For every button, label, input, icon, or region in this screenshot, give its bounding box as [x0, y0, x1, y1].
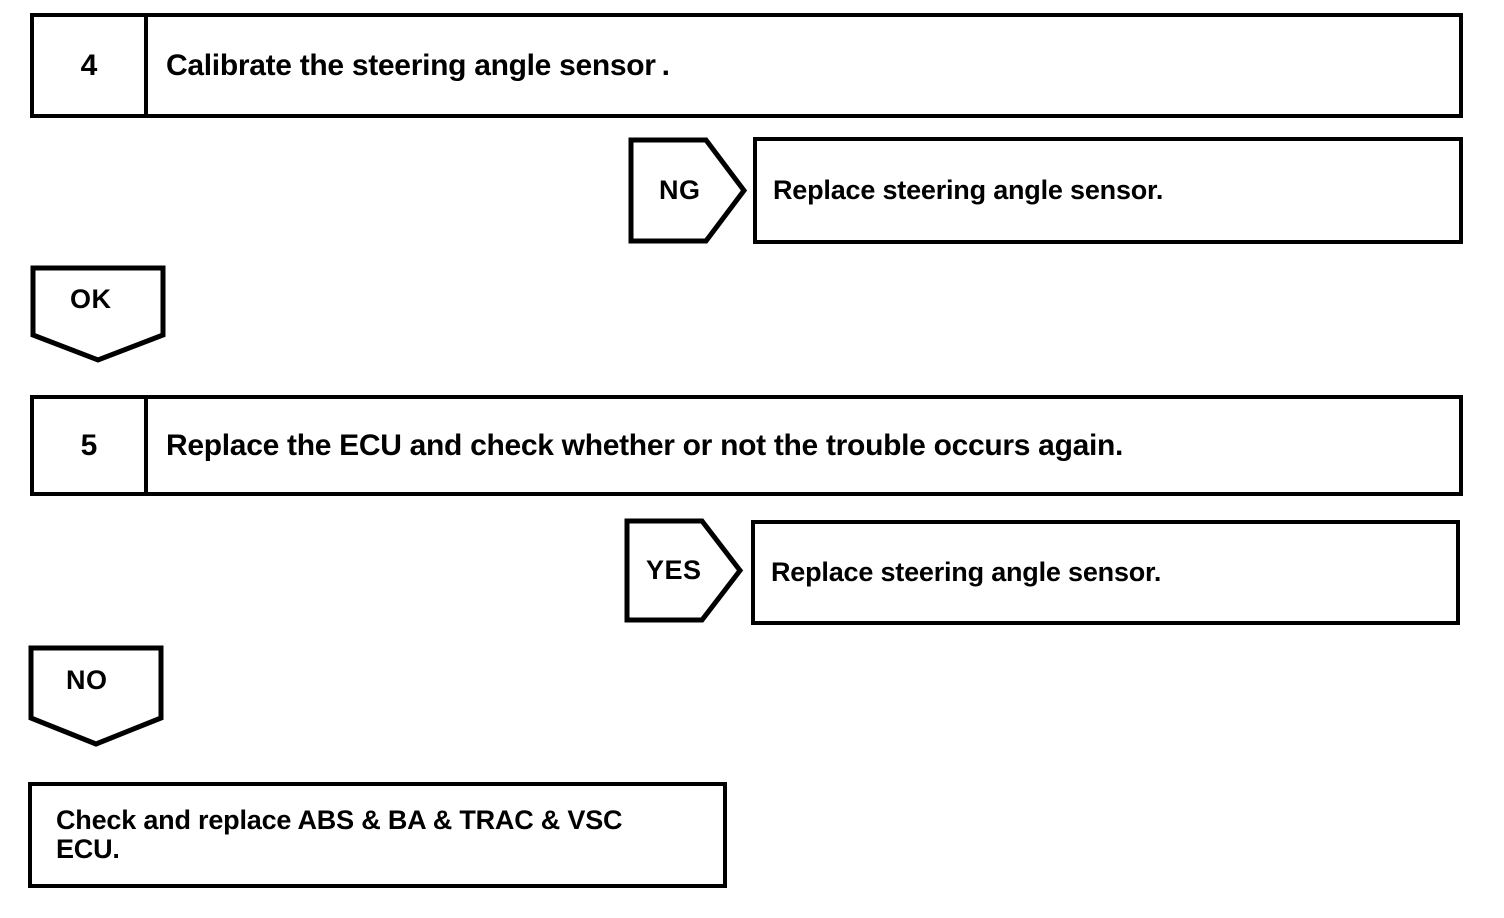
step-text-4-period: . — [661, 48, 670, 82]
result-box-yes-text: Replace steering angle sensor. — [771, 557, 1162, 587]
step-text-4-main: Calibrate the steering angle sensor — [166, 48, 656, 82]
step-text-4: Calibrate the steering angle sensor. — [148, 17, 1459, 114]
step-number-5: 5 — [34, 399, 148, 492]
branch-arrow-yes[interactable]: YES — [624, 518, 744, 623]
branch-arrow-ok-shape — [30, 265, 166, 363]
final-action-line-2: ECU. — [56, 834, 120, 864]
result-box-ng-text: Replace steering angle sensor. — [773, 175, 1164, 205]
step-number-4: 4 — [34, 17, 148, 114]
step-box-5[interactable]: 5 Replace the ECU and check whether or n… — [30, 395, 1463, 496]
branch-arrow-ok[interactable]: OK — [30, 265, 166, 363]
result-box-yes[interactable]: Replace steering angle sensor. — [751, 520, 1460, 625]
step-text-5-main: Replace the ECU and check whether or not… — [166, 428, 1124, 462]
branch-arrow-yes-shape — [624, 518, 744, 623]
branch-arrow-ng[interactable]: NG — [628, 137, 748, 244]
step-box-4[interactable]: 4 Calibrate the steering angle sensor. — [30, 13, 1463, 118]
branch-arrow-ng-shape — [628, 137, 748, 244]
branch-arrow-no[interactable]: NO — [28, 645, 164, 747]
final-action-box[interactable]: Check and replace ABS & BA & TRAC & VSC … — [28, 782, 727, 888]
final-action-line-1: Check and replace ABS & BA & TRAC & VSC — [56, 804, 623, 835]
step-text-5: Replace the ECU and check whether or not… — [148, 399, 1459, 492]
final-action-text: Check and replace ABS & BA & TRAC & VSC … — [56, 804, 623, 864]
branch-arrow-no-shape — [28, 645, 164, 747]
result-box-ng[interactable]: Replace steering angle sensor. — [753, 137, 1463, 244]
